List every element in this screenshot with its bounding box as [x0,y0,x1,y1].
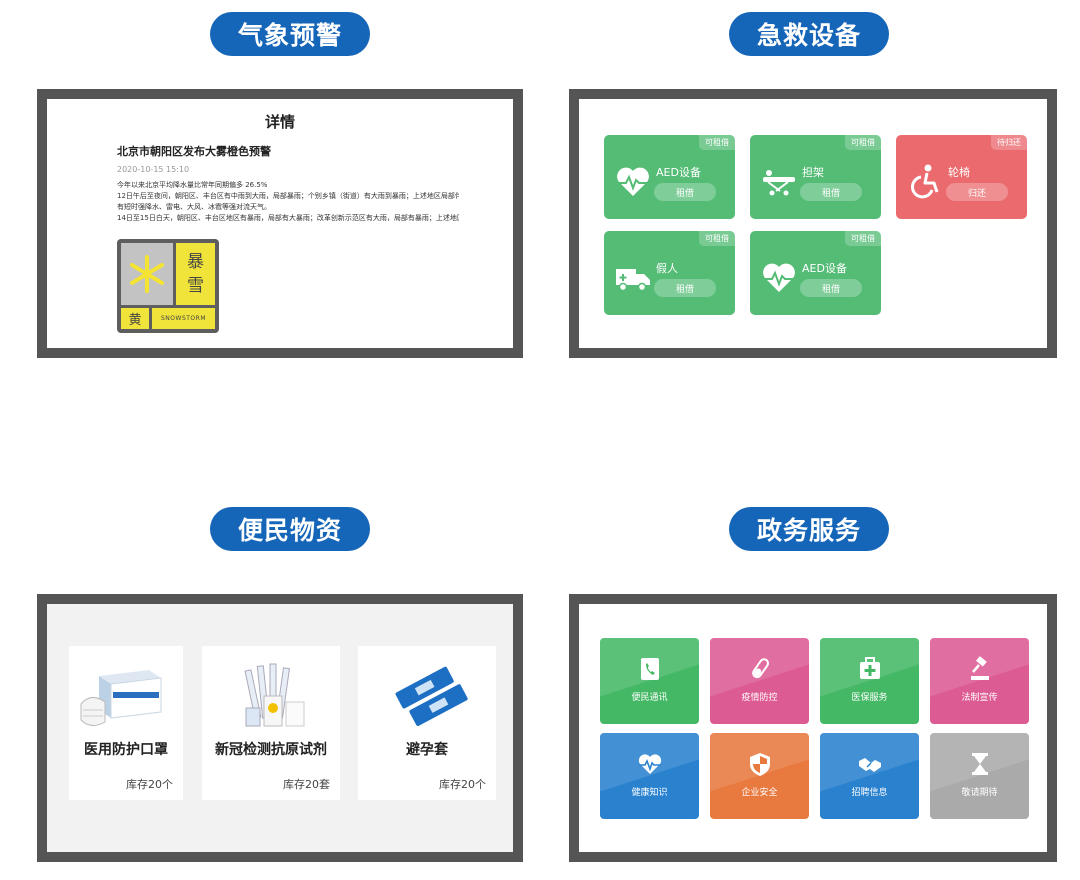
equipment-name: 担架 [802,166,824,179]
sign-text: 暴 雪 [176,243,215,305]
hourglass-icon [971,753,988,775]
alert-line: 12日午后至夜间，朝阳区、丰台区有中雨到大雨，局部暴雨；个别乡镇（街道）有大雨到… [117,192,459,200]
rent-button[interactable]: 租借 [654,183,716,201]
alert-title: 北京市朝阳区发布大雾橙色预警 [117,145,271,158]
supply-name: 医用防护口罩 [84,742,168,758]
heart-pulse-icon [763,263,795,292]
supplies-panel: 医用防护口罩 库存20个 新冠检测抗原试剂 库存20套 [37,594,523,862]
antigen-kit-image [244,663,305,727]
phone-book-icon [640,658,659,680]
detail-heading: 详情 [264,113,295,131]
heart-pulse-icon [617,167,649,196]
sign-char-1: 暴 [187,252,204,272]
alert-body: 北京市朝阳区发布大雾橙色预警 2020-10-15 15:10 今年以来北京平均… [117,143,459,224]
snowstorm-warning-sign: 暴 雪 黄 SNOWSTORM [117,239,219,333]
equipment-name: 假人 [656,262,678,275]
service-tile-phone[interactable]: 便民通讯 [600,638,699,724]
service-label: 便民通讯 [631,693,668,703]
return-button[interactable]: 归还 [946,183,1008,201]
service-label: 企业安全 [741,788,778,798]
service-label: 法制宣传 [961,693,998,703]
alert-line: 今年以来北京平均降水量比常年同期偏多 26.5% [117,181,268,189]
test-tube-icon [751,658,769,679]
rent-button[interactable]: 租借 [800,279,862,297]
service-label: 疫情防控 [741,693,778,703]
mask-box-image [80,670,162,726]
status-badge: 可租借 [845,231,881,246]
rent-button[interactable]: 租借 [654,279,716,297]
service-tile-health[interactable]: 健康知识 [600,733,699,819]
service-tile-coming-soon[interactable]: 敬请期待 [930,733,1029,819]
sign-char-2: 雪 [187,276,204,296]
wheelchair-icon [911,164,939,199]
weather-panel: 详情 北京市朝阳区发布大雾橙色预警 2020-10-15 15:10 今年以来北… [37,89,523,358]
supplies-screen: 医用防护口罩 库存20个 新冠检测抗原试剂 库存20套 [47,604,513,852]
supply-card[interactable]: 医用防护口罩 库存20个 [69,646,183,800]
gavel-icon [970,656,989,680]
sign-level: 黄 [121,308,149,329]
weather-screen: 详情 北京市朝阳区发布大雾橙色预警 2020-10-15 15:10 今年以来北… [47,99,513,348]
equipment-name: AED设备 [802,262,847,275]
condom-pack-image [395,666,468,726]
status-badge: 可租借 [699,135,735,150]
services-panel: 便民通讯 疫情防控 医保服务 [569,594,1057,862]
section-title-emergency: 急救设备 [729,12,889,56]
ambulance-icon [616,269,650,292]
rent-button[interactable]: 租借 [800,183,862,201]
supply-stock: 库存20个 [439,778,486,791]
status-badge: 待归还 [991,135,1027,150]
shield-icon [749,753,770,776]
supply-stock: 库存20个 [126,778,173,791]
service-label: 招聘信息 [851,788,888,798]
equipment-card[interactable]: 可租借 担架 租借 [750,135,881,219]
equipment-name: 轮椅 [948,166,970,179]
service-label: 医保服务 [851,693,888,703]
service-tile-epidemic[interactable]: 疫情防控 [710,638,809,724]
equipment-card[interactable]: 可租借 AED设备 租借 [604,135,735,219]
section-title-services: 政务服务 [729,507,889,551]
supply-card[interactable]: 新冠检测抗原试剂 库存20套 [202,646,340,800]
handshake-icon [858,758,881,772]
supply-name: 新冠检测抗原试剂 [215,742,327,758]
emergency-panel: 可租借 AED设备 租借 可租借 担架 租借 [569,89,1057,358]
services-screen: 便民通讯 疫情防控 医保服务 [579,604,1047,852]
snowflake-icon [121,243,173,305]
service-label: 健康知识 [631,788,668,798]
supply-stock: 库存20套 [283,778,330,791]
service-tile-safety[interactable]: 企业安全 [710,733,809,819]
service-tile-law[interactable]: 法制宣传 [930,638,1029,724]
status-badge: 可租借 [699,231,735,246]
stretcher-icon [763,170,795,196]
alert-date: 2020-10-15 15:10 [117,165,190,174]
supply-name: 避孕套 [406,742,448,758]
service-label: 敬请期待 [961,788,998,798]
section-title-supplies: 便民物资 [210,507,370,551]
medical-kit-icon [859,657,880,679]
heart-pulse-icon [638,754,661,774]
service-tile-insurance[interactable]: 医保服务 [820,638,919,724]
section-title-weather: 气象预警 [210,12,370,56]
equipment-card[interactable]: 待归还 轮椅 归还 [896,135,1027,219]
equipment-card[interactable]: 可租借 假人 租借 [604,231,735,315]
alert-line: 有短时强降水、雷电、大风、冰雹等强对流天气。 [117,203,271,211]
equipment-name: AED设备 [656,166,701,179]
service-tile-jobs[interactable]: 招聘信息 [820,733,919,819]
supply-card[interactable]: 避孕套 库存20个 [358,646,496,800]
emergency-screen: 可租借 AED设备 租借 可租借 担架 租借 [579,99,1047,348]
alert-line: 14日至15日白天，朝阳区、丰台区地区有暴雨，局部有大暴雨；改革创新示范区有大雨… [117,214,459,222]
status-badge: 可租借 [845,135,881,150]
equipment-card[interactable]: 可租借 AED设备 租借 [750,231,881,315]
sign-label: SNOWSTORM [152,308,215,329]
